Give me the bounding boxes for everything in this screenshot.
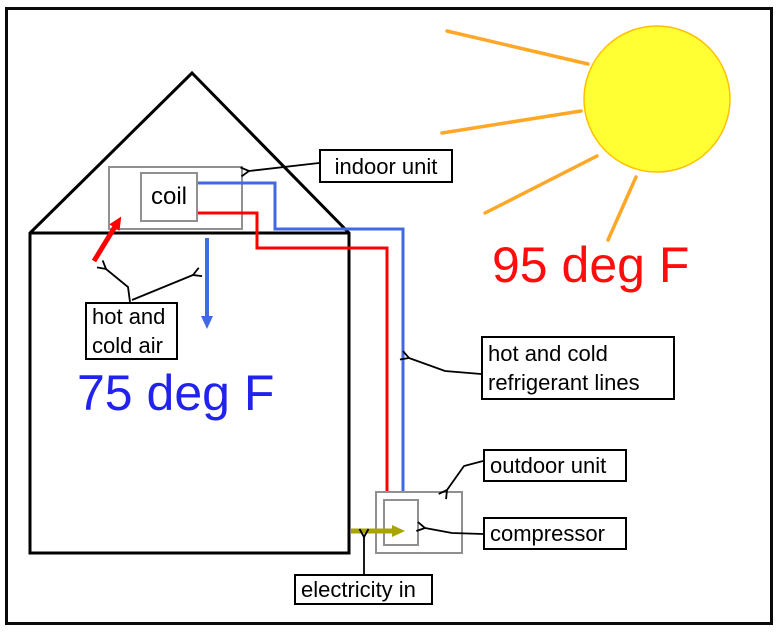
hot-cold-air-label: hot and cold air (85, 302, 178, 360)
outdoor-unit-label-text: outdoor unit (490, 453, 607, 478)
electricity-in-label: electricity in (294, 574, 433, 605)
electricity-in-label-text: electricity in (301, 577, 416, 602)
compressor-box (383, 499, 419, 546)
refrigerant-lines-label-text: hot and cold refrigerant lines (488, 341, 640, 395)
hot-cold-air-label-text: hot and cold air (92, 304, 166, 358)
diagram-border (5, 7, 773, 625)
coil-label: coil (150, 183, 187, 210)
compressor-label: compressor (483, 517, 627, 550)
indoor-temperature: 75 deg F (77, 365, 275, 421)
indoor-unit-label: indoor unit (319, 149, 453, 183)
compressor-label-text: compressor (490, 521, 605, 546)
coil-box: coil (140, 172, 198, 222)
outdoor-unit-label: outdoor unit (483, 449, 627, 482)
indoor-unit-label-text: indoor unit (334, 153, 438, 179)
outdoor-temperature: 95 deg F (492, 237, 690, 293)
refrigerant-lines-label: hot and cold refrigerant lines (481, 336, 675, 400)
